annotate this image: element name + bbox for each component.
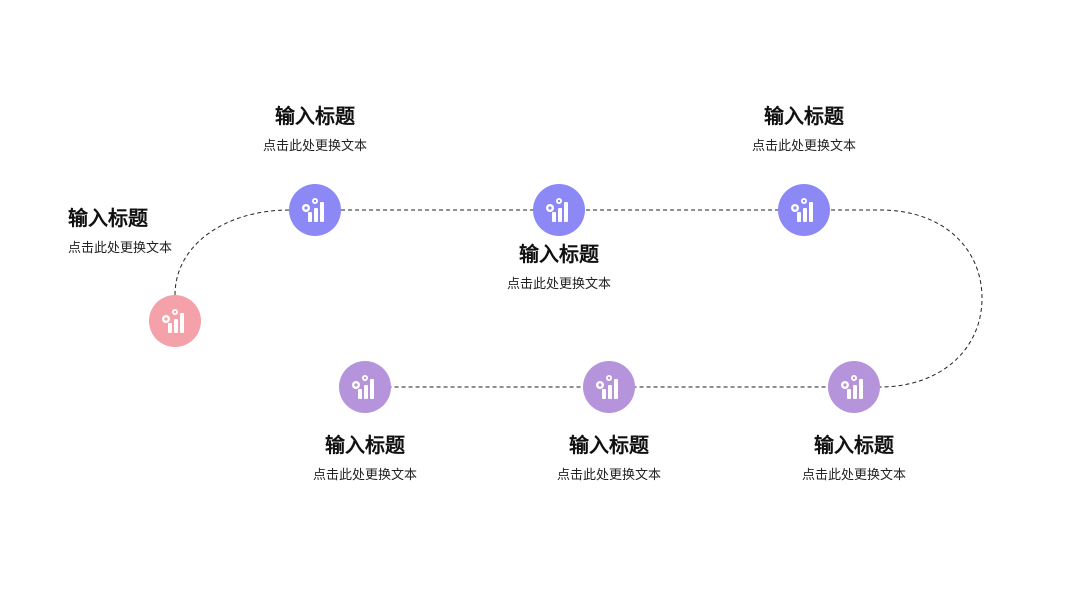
step-text[interactable]: 点击此处更换文本 [751, 139, 856, 154]
step-title: 输入标题 [275, 104, 355, 128]
step-node-4[interactable] [778, 184, 830, 236]
step-label-3: 输入标题点击此处更换文本 [459, 241, 659, 293]
step-node-7[interactable] [339, 361, 391, 413]
gear-chart-icon [839, 372, 869, 402]
step-node-3[interactable] [533, 184, 585, 236]
step-node-6[interactable] [583, 361, 635, 413]
step-text[interactable]: 点击此处更换文本 [801, 468, 906, 483]
step-text[interactable]: 点击此处更换文本 [506, 277, 611, 292]
step-title: 输入标题 [325, 433, 405, 457]
step-title: 输入标题 [814, 433, 894, 457]
step-title: 输入标题 [764, 104, 844, 128]
step-label-2: 输入标题点击此处更换文本 [215, 103, 415, 155]
gear-chart-icon [544, 195, 574, 225]
step-node-2[interactable] [289, 184, 341, 236]
gear-chart-icon [594, 372, 624, 402]
step-text[interactable]: 点击此处更换文本 [312, 468, 417, 483]
gear-chart-icon [300, 195, 330, 225]
step-text[interactable]: 点击此处更换文本 [262, 139, 367, 154]
gear-chart-icon [350, 372, 380, 402]
step-label-4: 输入标题点击此处更换文本 [704, 103, 904, 155]
step-text[interactable]: 点击此处更换文本 [68, 241, 173, 256]
step-node-5[interactable] [828, 361, 880, 413]
step-label-1: 输入标题点击此处更换文本 [68, 205, 268, 257]
step-title: 输入标题 [519, 242, 599, 266]
step-label-6: 输入标题点击此处更换文本 [509, 432, 709, 484]
step-title: 输入标题 [68, 206, 148, 230]
gear-chart-icon [789, 195, 819, 225]
step-text[interactable]: 点击此处更换文本 [556, 468, 661, 483]
step-label-5: 输入标题点击此处更换文本 [754, 432, 954, 484]
step-node-1[interactable] [149, 295, 201, 347]
gear-chart-icon [160, 306, 190, 336]
step-title: 输入标题 [569, 433, 649, 457]
step-label-7: 输入标题点击此处更换文本 [265, 432, 465, 484]
